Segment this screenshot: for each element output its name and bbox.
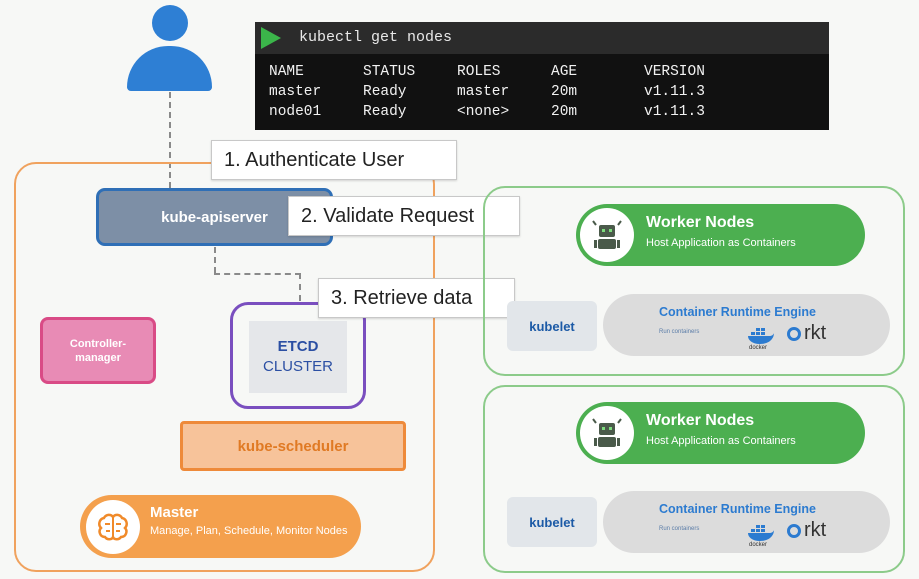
user-to-apiserver-line bbox=[169, 92, 171, 188]
runtime-title-1: Container Runtime Engine bbox=[659, 305, 816, 319]
col-header-roles: ROLES bbox=[457, 64, 501, 80]
row-master-status: Ready bbox=[363, 84, 407, 100]
callout-authenticate: 1. Authenticate User bbox=[211, 140, 457, 180]
terminal-window: kubectl get nodes NAME STATUS ROLES AGE … bbox=[255, 22, 829, 130]
col-header-age: AGE bbox=[551, 64, 578, 80]
etcd-frame bbox=[230, 302, 366, 409]
runtime-subtitle-1: Run containers bbox=[659, 329, 700, 335]
row-node01-age: 20m bbox=[551, 104, 578, 120]
master-pill: Master Manage, Plan, Schedule, Monitor N… bbox=[80, 495, 361, 558]
row-master-roles: master bbox=[457, 84, 510, 100]
col-header-name: NAME bbox=[269, 64, 304, 80]
runtime-title-2: Container Runtime Engine bbox=[659, 502, 816, 516]
container-runtime-1: Container Runtime Engine Run containers … bbox=[603, 294, 890, 356]
etcd-cluster-label: CLUSTER bbox=[262, 358, 333, 375]
rkt-logo-2: rkt bbox=[787, 519, 826, 542]
docker-label-1: docker bbox=[749, 345, 767, 350]
worker-node-box-1 bbox=[483, 186, 905, 376]
container-runtime-2: Container Runtime Engine Run containers … bbox=[603, 491, 890, 553]
kubelet-box-2: kubelet bbox=[507, 497, 597, 547]
worker-title-1: Worker Nodes bbox=[646, 214, 755, 231]
play-icon bbox=[261, 27, 281, 49]
row-node01-roles: <none> bbox=[457, 104, 510, 120]
etcd-link-line bbox=[299, 273, 301, 301]
rkt-icon bbox=[787, 523, 801, 538]
rkt-label-2: rkt bbox=[804, 519, 827, 541]
rkt-logo-1: rkt bbox=[787, 322, 826, 345]
col-header-status: STATUS bbox=[363, 64, 416, 80]
kubelet-box-1: kubelet bbox=[507, 301, 597, 351]
apiserver-link-line-h bbox=[214, 273, 301, 275]
runtime-subtitle-2: Run containers bbox=[659, 526, 700, 532]
terminal-command: kubectl get nodes bbox=[299, 29, 453, 46]
col-header-version: VERSION bbox=[644, 64, 705, 80]
user-icon bbox=[127, 46, 212, 91]
apiserver-link-line bbox=[214, 247, 216, 273]
row-node01-version: v1.11.3 bbox=[644, 104, 705, 120]
controller-manager-box: Controller- manager bbox=[40, 317, 156, 384]
rkt-label-1: rkt bbox=[804, 322, 827, 344]
master-subtitle: Manage, Plan, Schedule, Monitor Nodes bbox=[150, 525, 348, 537]
brain-icon bbox=[86, 500, 140, 554]
rkt-icon bbox=[787, 326, 801, 341]
docker-whale-icon: docker bbox=[746, 324, 776, 351]
row-master-age: 20m bbox=[551, 84, 578, 100]
master-title: Master bbox=[150, 504, 199, 521]
user-icon-head bbox=[152, 5, 188, 41]
worker-title-2: Worker Nodes bbox=[646, 412, 755, 429]
row-master-version: v1.11.3 bbox=[644, 84, 705, 100]
worker-subtitle-2: Host Application as Containers bbox=[646, 435, 796, 447]
robot-icon bbox=[580, 406, 634, 460]
callout-retrieve: 3. Retrieve data bbox=[318, 278, 515, 318]
worker-pill-2: Worker Nodes Host Application as Contain… bbox=[576, 402, 865, 464]
row-node01-name: node01 bbox=[269, 104, 322, 120]
terminal-header: kubectl get nodes bbox=[255, 22, 829, 54]
callout-validate: 2. Validate Request bbox=[288, 196, 520, 236]
robot-icon bbox=[580, 208, 634, 262]
worker-subtitle-1: Host Application as Containers bbox=[646, 237, 796, 249]
row-node01-status: Ready bbox=[363, 104, 407, 120]
worker-pill-1: Worker Nodes Host Application as Contain… bbox=[576, 204, 865, 266]
kube-scheduler-box: kube-scheduler bbox=[180, 421, 406, 471]
etcd-cluster-box: ETCD CLUSTER bbox=[249, 321, 347, 393]
docker-label-2: docker bbox=[749, 542, 767, 547]
etcd-label: ETCD bbox=[277, 338, 319, 355]
worker-node-box-2 bbox=[483, 385, 905, 573]
controller-label-1: Controller- bbox=[69, 337, 127, 350]
docker-whale-icon: docker bbox=[746, 521, 776, 548]
controller-label-2: manager bbox=[75, 351, 121, 364]
row-master-name: master bbox=[269, 84, 322, 100]
